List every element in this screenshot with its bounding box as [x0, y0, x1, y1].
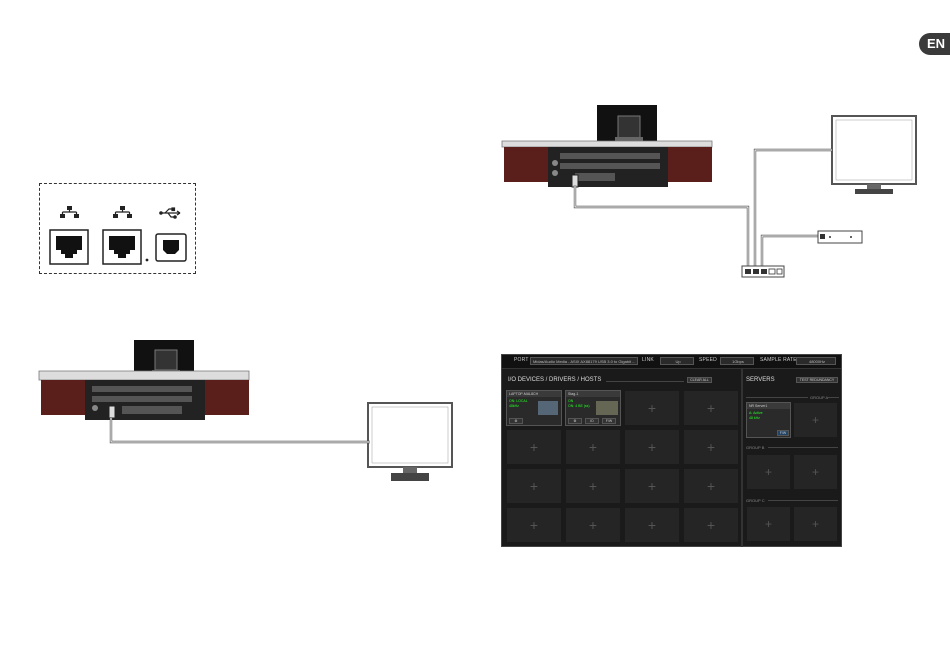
server-slot-empty[interactable]: + — [793, 454, 838, 490]
test-redundancy-button[interactable]: TEST REDUNDANCY — [796, 377, 838, 383]
rear-ports-illustration — [49, 206, 187, 265]
language-badge: EN — [919, 33, 950, 55]
server-status: A: Active — [749, 411, 763, 415]
io-slot-empty[interactable]: + — [624, 468, 680, 504]
io-slot-empty[interactable]: + — [565, 507, 621, 543]
link-value: Up — [660, 357, 694, 365]
speed-label: SPEED — [699, 357, 717, 363]
usb-b-port — [155, 233, 187, 262]
device-rate: 48kHz — [509, 404, 519, 408]
device-laptop[interactable]: LAPTOP-MAL8CH ON: LOCAL 48kHz ⚙ — [506, 390, 562, 426]
rear-ports-panel — [39, 183, 196, 274]
device-id-button[interactable]: ID — [585, 418, 599, 424]
io-slot-empty[interactable]: + — [683, 390, 739, 426]
io-slot-empty[interactable]: + — [683, 468, 739, 504]
link-label: LINK — [642, 357, 654, 363]
server-firmware-button[interactable]: F/W — [777, 430, 789, 436]
server-name: NR Server1 — [747, 403, 790, 409]
stage-thumbnail — [596, 401, 618, 415]
io-section-title: I/O DEVICES / DRIVERS / HOSTS — [508, 377, 602, 383]
top-bar: PORT Midas/Audio Media - ASIX AX88179 US… — [502, 355, 841, 369]
io-slot-empty[interactable]: + — [624, 429, 680, 465]
network-switch — [741, 265, 785, 278]
io-slot-empty[interactable]: + — [624, 507, 680, 543]
device-rate: ON: 4 BE (ss) — [568, 404, 590, 408]
stagebox-device — [817, 230, 863, 244]
device-firmware-button[interactable]: F/W — [602, 418, 616, 424]
server-slot-empty[interactable]: + — [793, 402, 838, 438]
group-c-label: GROUP C — [746, 498, 765, 503]
device-status: ON: LOCAL — [509, 399, 528, 403]
io-slot-empty[interactable]: + — [624, 390, 680, 426]
network-icon — [113, 206, 132, 218]
servers-section-title: SERVERS — [746, 377, 775, 383]
group-a-label: GROUP A — [810, 395, 829, 400]
network-icon — [60, 206, 79, 218]
device-stage[interactable]: Stag-1 ON ON: 4 BE (ss) ⚙ ID F/W — [565, 390, 621, 426]
usb-icon — [159, 207, 181, 219]
io-slot-empty[interactable]: + — [506, 507, 562, 543]
device-name: LAPTOP-MAL8CH — [507, 391, 561, 397]
speed-value: 1Gbps — [720, 357, 754, 365]
device-settings-button[interactable]: ⚙ — [568, 418, 582, 424]
io-slot-empty[interactable]: + — [683, 507, 739, 543]
server-slot-empty[interactable]: + — [793, 506, 838, 542]
io-slot-empty[interactable]: + — [683, 429, 739, 465]
io-slot-empty[interactable]: + — [565, 468, 621, 504]
monitor-illustration-bottom — [367, 402, 453, 487]
io-slot-empty[interactable]: + — [565, 429, 621, 465]
ethernet-port-1 — [49, 229, 89, 265]
console-illustration-bottom — [37, 338, 252, 428]
device-name: Stag-1 — [566, 391, 620, 397]
dante-controller-panel: PORT Midas/Audio Media - ASIX AX88179 US… — [501, 354, 842, 547]
io-slot-empty[interactable]: + — [506, 468, 562, 504]
clear-all-button[interactable]: CLEAR ALL — [687, 377, 712, 383]
server-rate: 48 kHz — [749, 416, 760, 420]
server-card[interactable]: NR Server1 A: Active 48 kHz F/W — [746, 402, 791, 438]
io-slot-empty[interactable]: + — [506, 429, 562, 465]
port-select[interactable]: Midas/Audio Media - ASIX AX88179 USB 3.0… — [530, 357, 638, 365]
ethernet-port-2 — [102, 229, 142, 265]
server-slot-empty[interactable]: + — [746, 506, 791, 542]
sample-rate-value: 48000Hz — [796, 357, 836, 365]
port-label: PORT — [514, 357, 529, 363]
monitor-illustration-top — [831, 115, 917, 200]
device-settings-button[interactable]: ⚙ — [509, 418, 523, 424]
group-b-label: GROUP B — [746, 445, 765, 450]
sample-rate-label: SAMPLE RATE — [760, 357, 797, 363]
server-slot-empty[interactable]: + — [746, 454, 791, 490]
device-status: ON — [568, 399, 574, 403]
laptop-thumbnail — [538, 401, 558, 415]
console-illustration-top — [500, 103, 715, 193]
